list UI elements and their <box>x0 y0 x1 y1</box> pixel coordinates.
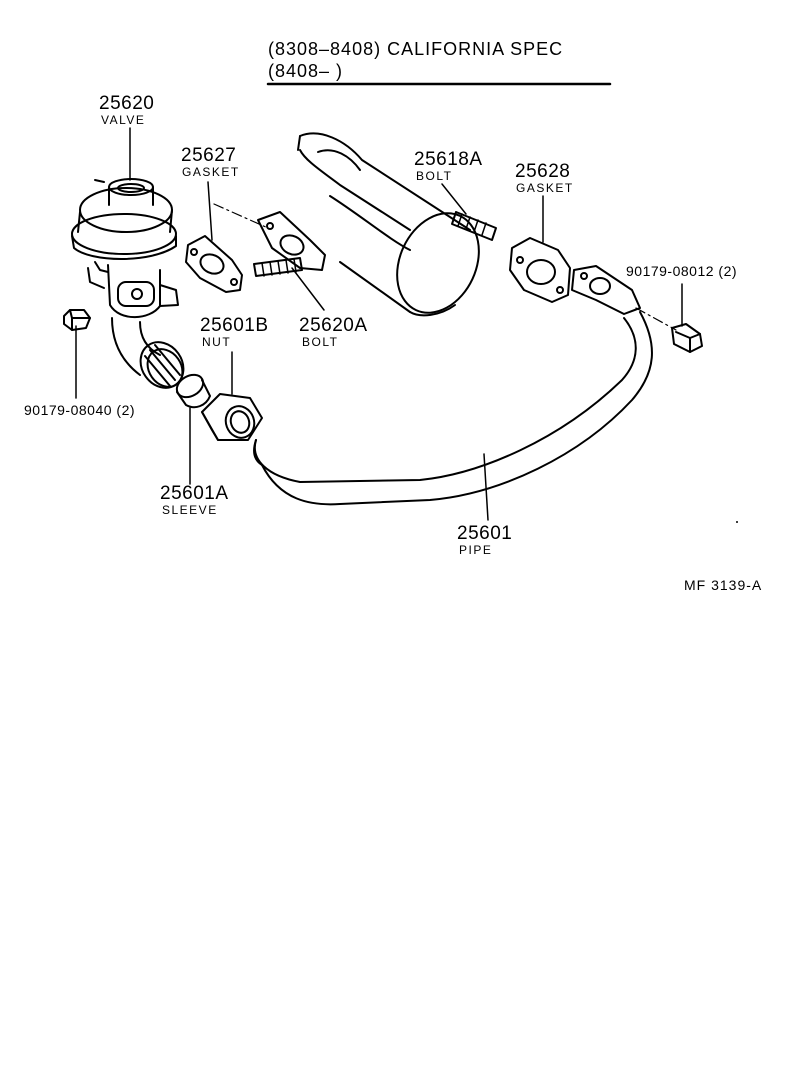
part-number-gasket-right: 25628 <box>515 161 571 182</box>
nut-right-shape <box>671 323 703 353</box>
part-name-sleeve: SLEEVE <box>162 503 218 517</box>
leader-gasket-left <box>207 181 213 241</box>
part-name-pipe: PIPE <box>459 543 493 557</box>
intake-manifold <box>297 132 480 317</box>
header-line-2: (8408– ) <box>268 61 344 81</box>
gasket-left-shape <box>185 235 243 293</box>
leader-bolt-top <box>441 183 467 215</box>
part-number-nut: 25601B <box>200 315 269 336</box>
part-name-gasket-right: GASKET <box>516 181 574 195</box>
bolt-top-shape <box>451 211 497 241</box>
leader-lines <box>75 127 683 521</box>
header-line-1: (8308–8408) CALIFORNIA SPEC <box>268 39 564 59</box>
gasket-right-shape <box>509 237 571 303</box>
fastener-code-nut-right: 90179-08012 (2) <box>626 263 738 279</box>
nut-left-shape <box>63 309 91 331</box>
manifold-flange <box>257 211 326 271</box>
part-number-bolt-top: 25618A <box>414 149 483 170</box>
valve-outlet-fitting <box>139 341 185 389</box>
sleeve-shape <box>175 373 211 409</box>
leader-bolt-mid <box>291 267 325 311</box>
part-name-nut: NUT <box>202 335 232 349</box>
part-number-sleeve: 25601A <box>160 483 229 504</box>
part-name-bolt-top: BOLT <box>416 169 453 183</box>
bolt-mid-shape <box>253 257 303 277</box>
egr-valve <box>71 178 179 376</box>
part-number-pipe: 25601 <box>457 523 513 544</box>
center-line-right <box>635 307 677 331</box>
center-line-left <box>213 203 269 229</box>
nut-shape <box>201 393 263 441</box>
part-name-valve: VALVE <box>101 113 146 127</box>
part-number-gasket-left: 25627 <box>181 145 237 166</box>
diagram-reference: MF 3139-A <box>684 577 763 593</box>
pipe-shape <box>253 311 653 506</box>
part-name-gasket-left: GASKET <box>182 165 240 179</box>
fastener-code-nut-left: 90179-08040 (2) <box>24 402 136 418</box>
leader-pipe <box>483 453 489 521</box>
stray-dot <box>736 521 738 523</box>
part-name-bolt-mid: BOLT <box>302 335 339 349</box>
part-number-bolt-mid: 25620A <box>299 315 368 336</box>
part-number-valve: 25620 <box>99 93 155 114</box>
pipe-flange <box>571 265 641 315</box>
